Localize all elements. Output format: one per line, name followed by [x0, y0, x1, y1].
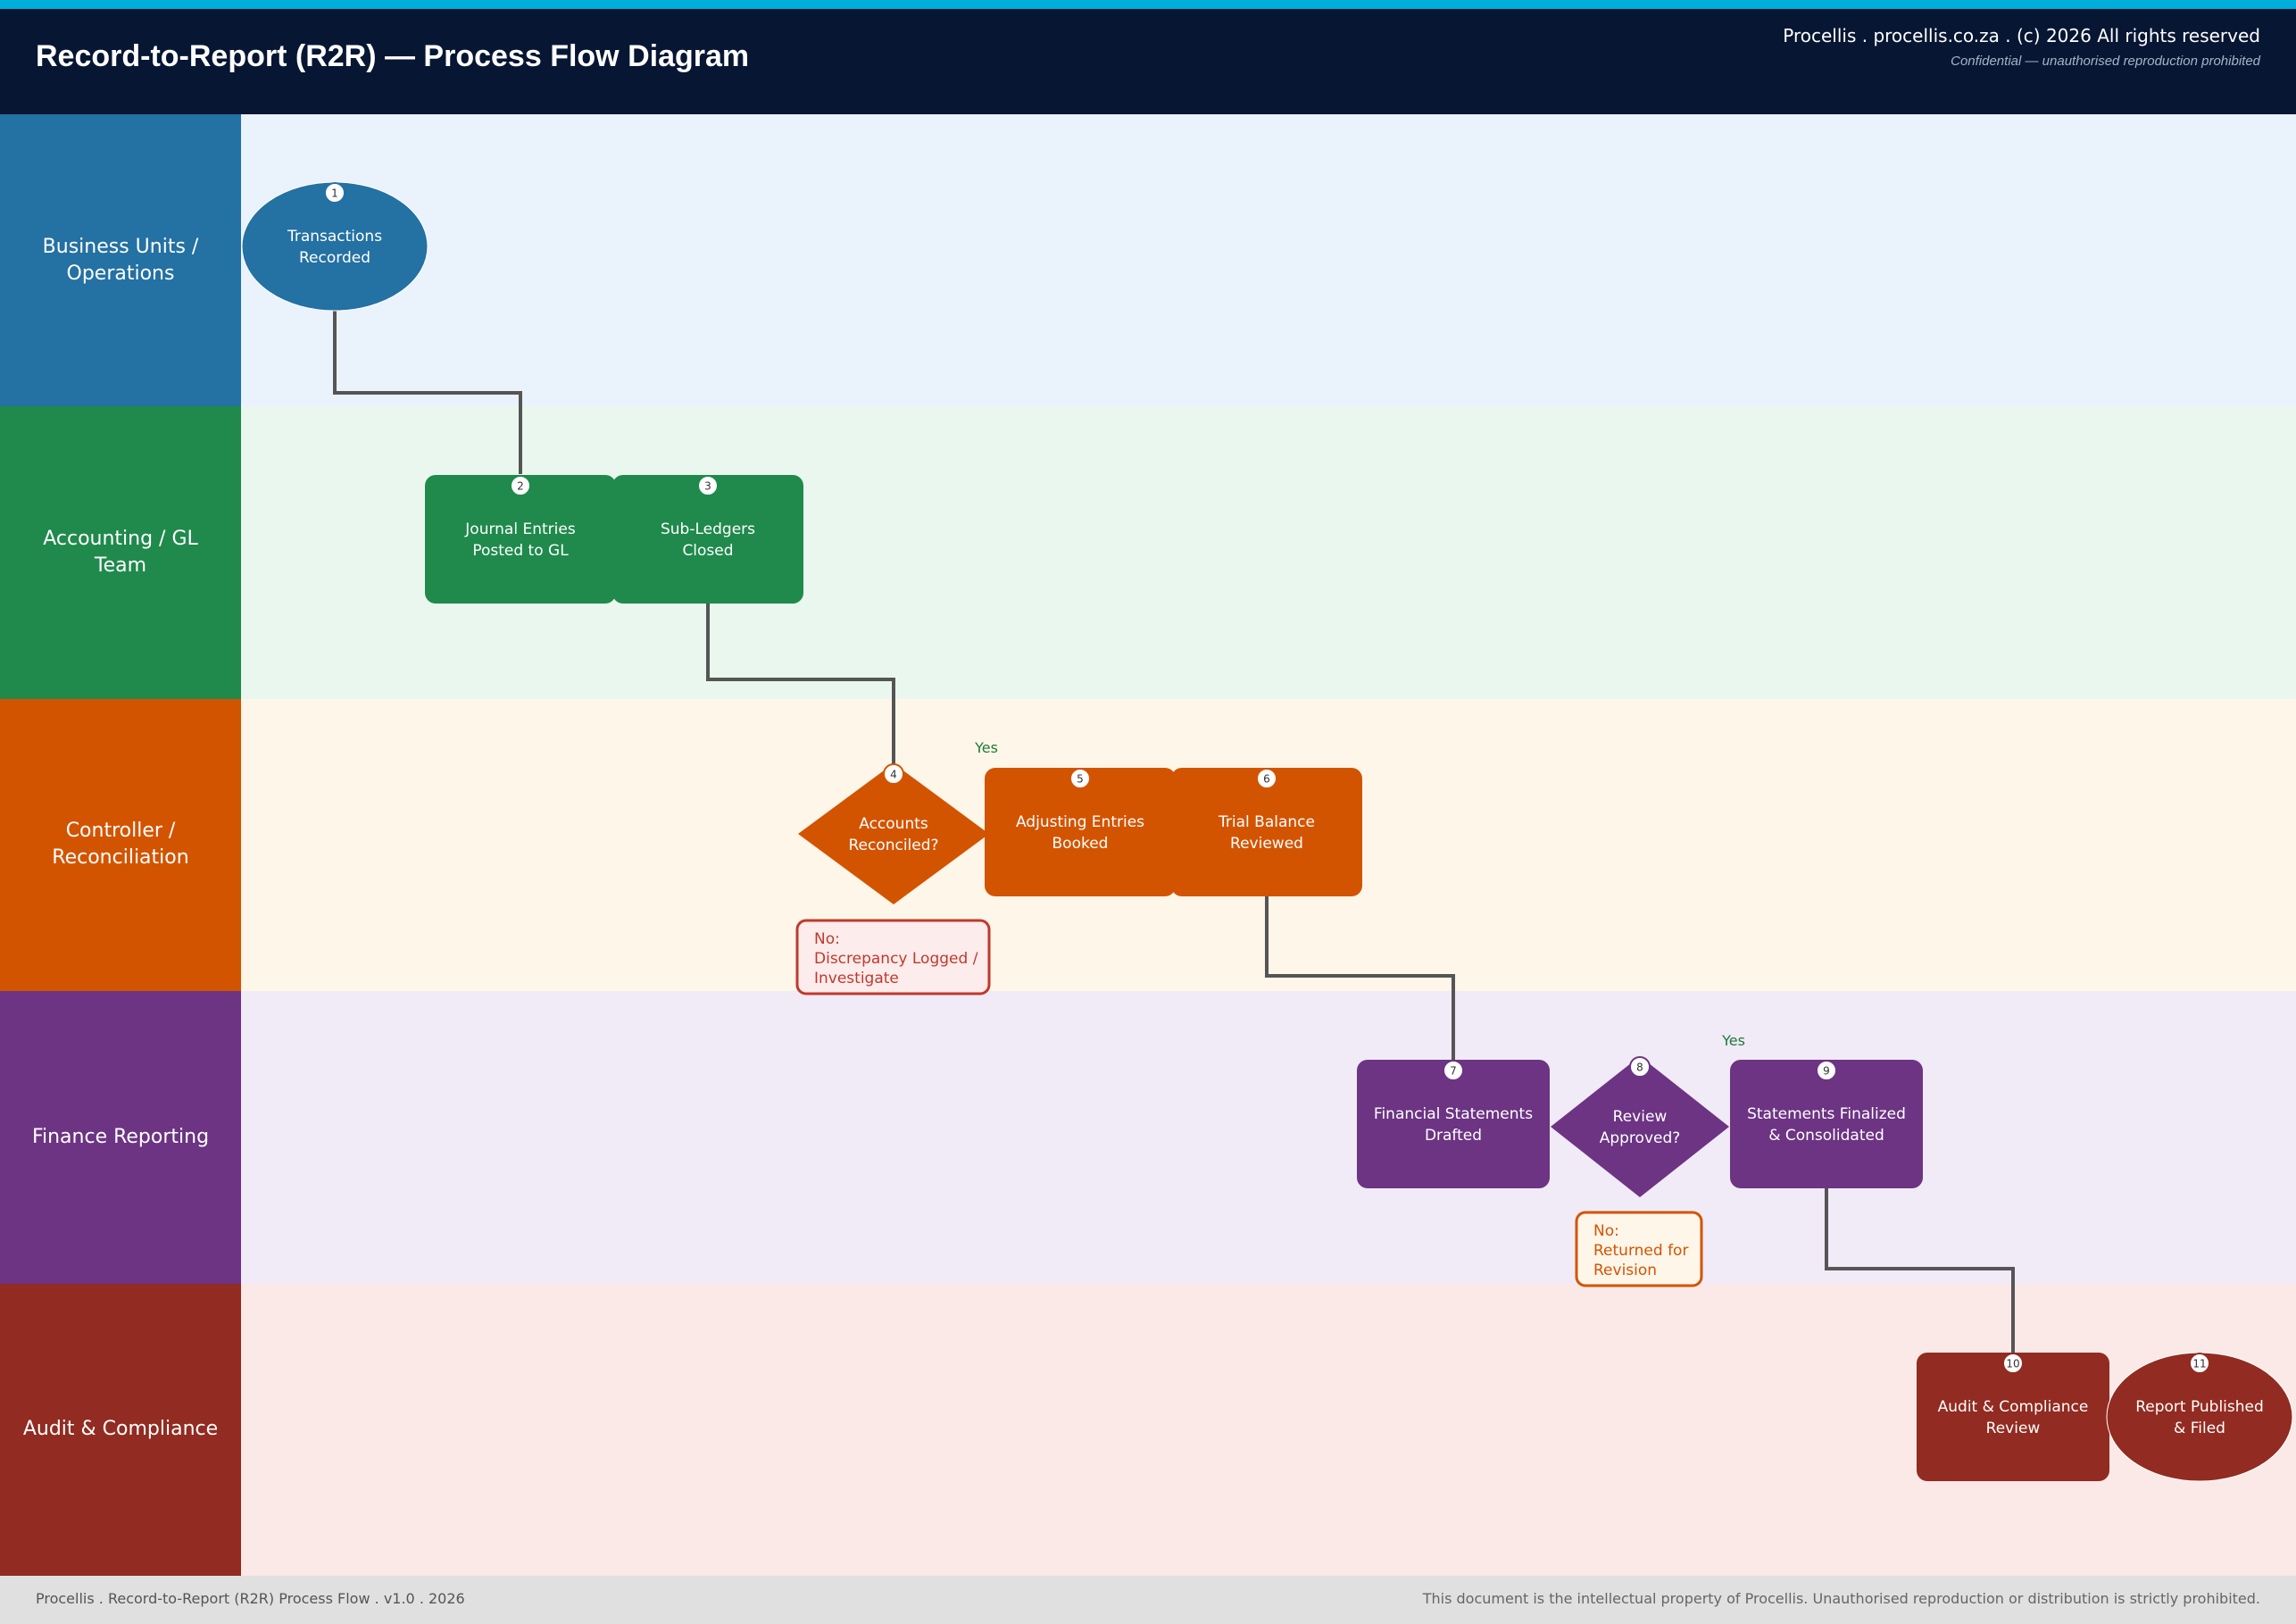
- step-number-badge: [2002, 1353, 2024, 1374]
- step-number-text: 9: [1823, 1065, 1830, 1078]
- step-label-line: Statements Finalized: [1747, 1105, 1906, 1123]
- connector-3: [1265, 896, 1455, 1068]
- copyright-text: Procellis . procellis.co.za . (c) 2026 A…: [1783, 25, 2260, 46]
- step-number-text: 4: [890, 769, 897, 781]
- page-footer: Procellis . Record-to-Report (R2R) Proce…: [0, 1576, 2296, 1624]
- step-number-badge: [1256, 768, 1277, 789]
- step-number-badge: [697, 475, 719, 496]
- step-number-text: 6: [1263, 773, 1270, 786]
- step-number-badge: [1816, 1060, 1837, 1081]
- connector-4: [1825, 1188, 2015, 1362]
- step-number-badge: [1629, 1056, 1651, 1078]
- step-number-text: 3: [704, 480, 711, 493]
- lane-label-text: Finance Reporting: [31, 1125, 210, 1148]
- rejection-note-line: No:: [814, 930, 840, 948]
- process-step-7: [1357, 1060, 1550, 1188]
- connector-1: [333, 311, 522, 474]
- step-number-badge: [2189, 1353, 2210, 1374]
- step-number-text: 10: [2006, 1358, 2019, 1370]
- step-label-line: Reconciled?: [848, 837, 938, 854]
- step-number-text: 2: [517, 480, 524, 493]
- process-step-6: [1171, 768, 1362, 896]
- rejection-note-1: [795, 919, 991, 995]
- step-label-line: Approved?: [1600, 1129, 1681, 1147]
- step-number-text: 11: [2192, 1358, 2206, 1370]
- lane-label-5: Audit & Compliance: [0, 1283, 241, 1576]
- decision-step-8: [1551, 1056, 1729, 1197]
- step-label-line: Booked: [1052, 835, 1109, 853]
- rejection-note-line: Returned for: [1593, 1242, 1688, 1260]
- lane-label-1: Business Units / Operations: [0, 114, 241, 407]
- page-header: Record-to-Report (R2R) — Process Flow Di…: [0, 9, 2296, 114]
- step-number-text: 7: [1450, 1065, 1457, 1078]
- step-label-line: Sub-Ledgers: [661, 521, 755, 538]
- step-label-line: & Filed: [2174, 1420, 2225, 1437]
- step-number-badge: [510, 475, 531, 496]
- yes-label: Yes: [974, 739, 998, 756]
- step-label-line: Recorded: [299, 249, 370, 267]
- step-number-text: 5: [1077, 773, 1084, 786]
- process-step-9: [1730, 1060, 1923, 1188]
- step-label-line: Adjusting Entries: [1016, 813, 1144, 831]
- step-label-line: Reviewed: [1230, 835, 1303, 853]
- step-label-line: Report Published: [2135, 1398, 2264, 1416]
- decision-step-4: [798, 763, 989, 904]
- step-label-line: Transactions: [287, 228, 382, 246]
- process-step-3: [612, 475, 803, 604]
- lane-label-text: Business Units / Operations: [42, 235, 199, 285]
- lane-background-4: [241, 991, 2296, 1284]
- lane-label-text: Audit & Compliance: [22, 1418, 219, 1441]
- lane-label-2: Accounting / GL Team: [0, 406, 241, 699]
- step-label-line: & Consolidated: [1768, 1127, 1884, 1145]
- step-number-text: 1: [331, 187, 338, 200]
- step-label-line: Trial Balance: [1218, 813, 1315, 831]
- lane-background-1: [241, 114, 2296, 407]
- lane-label-text: Accounting / GL Team: [43, 528, 198, 578]
- step-number-badge: [1443, 1060, 1464, 1081]
- step-label-line: Audit & Compliance: [1938, 1398, 2089, 1416]
- footer-ip-notice: This document is the intellectual proper…: [1422, 1590, 2260, 1607]
- step-label-line: Review: [1986, 1420, 2041, 1437]
- process-step-5: [985, 768, 1176, 896]
- rejection-note-2: [1575, 1211, 1703, 1287]
- step-label-line: Posted to GL: [472, 542, 569, 560]
- lane-label-4: Finance Reporting: [0, 991, 241, 1284]
- lane-label-3: Controller / Reconciliation: [0, 698, 241, 992]
- process-step-2: [425, 475, 616, 604]
- process-step-10: [1917, 1353, 2109, 1481]
- step-label-line: Closed: [682, 542, 733, 560]
- step-label-line: Financial Statements: [1374, 1105, 1533, 1123]
- page-title: Record-to-Report (R2R) — Process Flow Di…: [36, 39, 750, 73]
- rejection-note-line: Discrepancy Logged /: [814, 950, 978, 968]
- step-number-badge: [883, 763, 904, 785]
- step-label-line: Accounts: [859, 815, 928, 833]
- step-number-text: 8: [1636, 1062, 1643, 1074]
- step-number-badge: [1069, 768, 1091, 789]
- step-label-line: Journal Entries: [464, 521, 576, 538]
- step-label-line: Review: [1613, 1108, 1668, 1126]
- confidential-note: Confidential — unauthorised reproduction…: [1951, 54, 2260, 69]
- top-accent-bar: [0, 0, 2296, 9]
- footer-version: Procellis . Record-to-Report (R2R) Proce…: [36, 1590, 465, 1607]
- rejection-note-line: Revision: [1593, 1262, 1657, 1279]
- lane-label-text: Controller / Reconciliation: [52, 820, 189, 870]
- connector-2: [706, 604, 895, 765]
- rejection-note-line: Investigate: [814, 970, 899, 987]
- rejection-note-line: No:: [1593, 1222, 1619, 1240]
- step-number-badge: [324, 182, 345, 204]
- yes-label: Yes: [1721, 1032, 1745, 1049]
- step-label-line: Drafted: [1425, 1127, 1482, 1145]
